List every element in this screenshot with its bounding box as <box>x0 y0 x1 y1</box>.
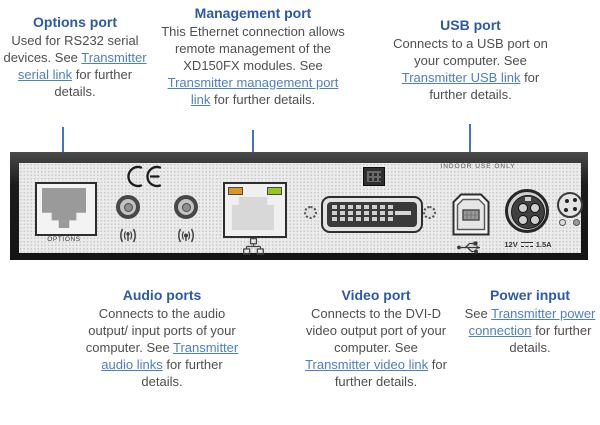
callout-management-port: Management port This Ethernet connection… <box>160 5 346 108</box>
body-text: for further details. <box>54 67 133 99</box>
body-text: for further details. <box>429 70 540 102</box>
mini-din-hole <box>573 207 577 211</box>
din-pin <box>518 203 528 213</box>
mini-din-connector <box>557 192 583 218</box>
callout-options-port: Options port Used for RS232 serial devic… <box>0 14 150 100</box>
usb-icon <box>457 241 480 254</box>
din-pin <box>518 215 528 225</box>
callout-body: Connects to the audio output/ input port… <box>82 305 242 390</box>
mini-din-hole <box>564 208 568 212</box>
callout-title: Power input <box>489 287 571 303</box>
callout-power-input: Power input See Transmitter power connec… <box>462 287 598 356</box>
ethernet-port <box>223 182 287 238</box>
ce-mark-icon <box>127 165 162 188</box>
callout-audio-ports: Audio ports Connects to the audio output… <box>82 287 242 390</box>
din-notch <box>525 197 531 201</box>
jack-hole <box>181 202 191 212</box>
callout-title: Audio ports <box>122 287 202 303</box>
transmitter-management-port-link[interactable]: Transmitter management port link <box>167 75 339 107</box>
options-port <box>35 182 97 236</box>
callout-body: Connects to the DVI-D video output port … <box>302 305 450 390</box>
usb-b-port <box>452 193 490 236</box>
transmitter-power-connection-link[interactable]: Transmitter power connection <box>468 306 596 338</box>
voltage-text: 12V <box>504 240 518 249</box>
options-socket <box>42 188 86 228</box>
body-text: for further details. <box>141 357 223 389</box>
callout-body: See Transmitter power connection for fur… <box>462 305 598 356</box>
dvi-screw-left <box>304 206 317 219</box>
callout-video-port: Video port Connects to the DVI-D video o… <box>302 287 450 390</box>
power-rating-label: 12V 1.5A <box>492 240 564 249</box>
callout-title: Options port <box>33 14 117 30</box>
ethernet-led-green <box>267 187 282 195</box>
callout-body: Used for RS232 serial devices. See Trans… <box>0 32 150 100</box>
transmitter-video-link[interactable]: Transmitter video link <box>305 357 429 372</box>
callout-title: Video port <box>341 287 411 303</box>
body-text: for further details. <box>334 357 447 389</box>
callout-usb-port: USB port Connects to a USB port on your … <box>393 17 548 103</box>
audio-jack-2 <box>174 195 198 219</box>
config-connector-pins <box>367 171 381 182</box>
transmitter-audio-links[interactable]: Transmitter audio links <box>101 340 239 372</box>
mini-din-hole <box>573 198 577 202</box>
speaker-out-icon <box>120 228 136 243</box>
transmitter-serial-link[interactable]: Transmitter serial link <box>17 50 147 82</box>
dvi-ground-blade <box>395 211 411 215</box>
network-icon <box>243 238 264 255</box>
current-text: 1.5A <box>535 240 552 249</box>
body-text: Used for RS232 serial devices. See <box>3 33 139 65</box>
body-text: This Ethernet connection allows remote m… <box>161 24 345 73</box>
dvi-screw-right <box>423 206 436 219</box>
mini-din-hole <box>565 199 569 203</box>
device-rear-panel: OPTIONS <box>10 152 588 260</box>
power-din-connector <box>505 189 549 233</box>
din-pin <box>530 203 540 213</box>
ethernet-led-orange <box>228 187 243 195</box>
dvi-port <box>321 196 423 233</box>
dvi-pin-grid <box>332 205 394 221</box>
polarity-symbol <box>559 219 566 226</box>
polarity-symbol <box>573 219 580 226</box>
indoor-use-label: INDOOR USE ONLY <box>440 163 516 170</box>
body-text: See <box>464 306 492 321</box>
callout-body: Connects to a USB port on your computer.… <box>393 35 548 103</box>
power-din-inner <box>511 195 545 229</box>
din-pin <box>530 215 540 225</box>
transmitter-usb-link[interactable]: Transmitter USB link <box>401 70 521 85</box>
mic-in-icon <box>178 228 194 243</box>
config-connector <box>363 167 385 186</box>
callout-body: This Ethernet connection allows remote m… <box>160 23 346 108</box>
callout-title: Management port <box>194 5 312 21</box>
body-text: Connects to a USB port on your computer.… <box>393 36 548 68</box>
ethernet-socket <box>232 197 274 230</box>
jack-hole <box>123 202 133 212</box>
options-port-label: OPTIONS <box>47 236 81 243</box>
callout-title: USB port <box>440 17 501 33</box>
dc-symbol <box>520 242 533 247</box>
audio-jack-1 <box>116 195 140 219</box>
body-text: Connects to the DVI-D video output port … <box>305 306 447 355</box>
body-text: for further details. <box>210 92 316 107</box>
dvi-inner <box>327 202 417 227</box>
body-text: for further details. <box>509 323 592 355</box>
body-text: Connects to the audio output/ input port… <box>85 306 236 355</box>
